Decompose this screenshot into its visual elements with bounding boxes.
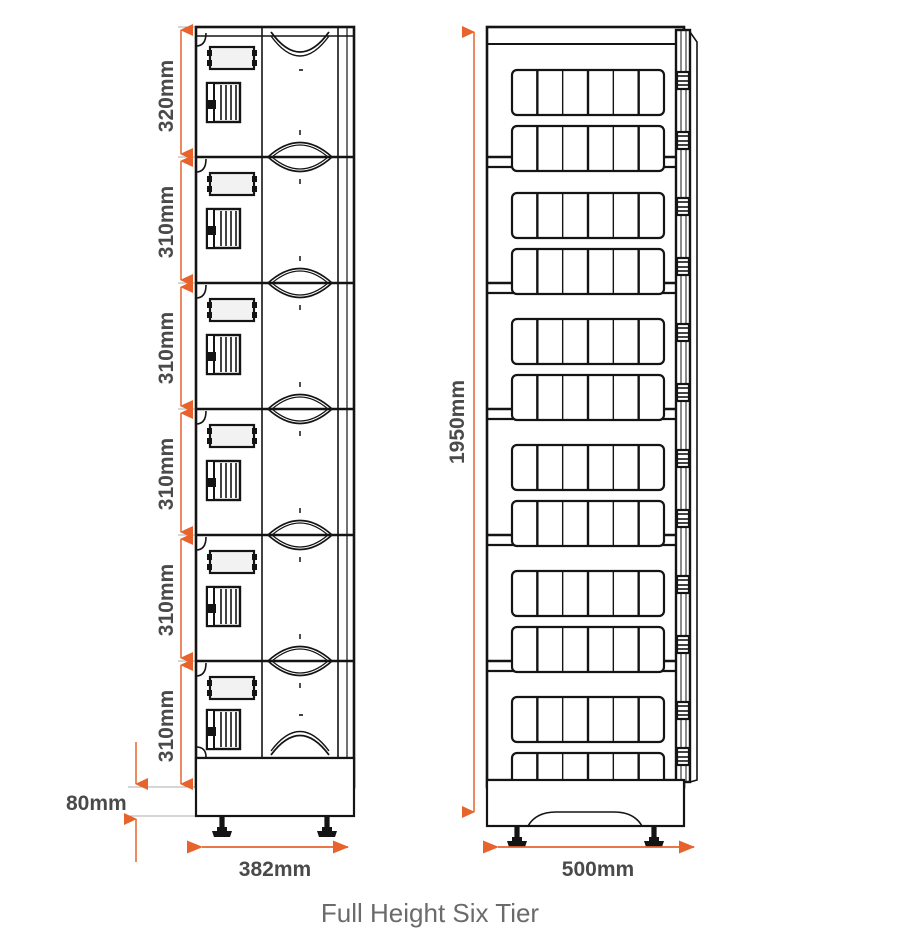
dimension-310mm-tier4: 310mm: [155, 407, 193, 538]
dimension-80mm-base: 80mm: [66, 742, 148, 862]
front-tier-6: [195, 662, 330, 758]
front-tier-3: [195, 284, 334, 436]
dimension-label-front-width: 382mm: [239, 858, 311, 881]
busbar-connector-icon: [675, 256, 691, 277]
side-dimension-group: 1950mm 500mm: [446, 26, 695, 881]
battery-cell-row: [510, 443, 666, 492]
dimension-label-tier-1: 320mm: [155, 60, 178, 132]
handle-recess-icon: [270, 31, 330, 71]
breaker-switch-icon: [205, 585, 242, 628]
battery-cell-row: [510, 317, 666, 366]
dimension-label-tier-2: 310mm: [155, 186, 178, 258]
battery-cell-row: [510, 191, 666, 240]
nameplate-icon: [207, 423, 257, 449]
nameplate-icon: [207, 171, 257, 197]
dimension-382mm-width: 382mm: [187, 840, 349, 881]
breaker-switch-icon: [205, 81, 242, 124]
busbar-connector-icon: [675, 574, 691, 595]
breaker-switch-icon: [205, 708, 242, 751]
battery-cell-row: [510, 695, 666, 744]
side-cell-banks: [510, 68, 666, 800]
breaker-switch-icon: [205, 459, 242, 502]
handle-recess-icon: [270, 714, 330, 756]
battery-cell-row: [510, 569, 666, 618]
busbar-connector-blocks: [675, 70, 691, 767]
front-tier-1: [195, 31, 334, 184]
dimension-310mm-tier5: 310mm: [155, 533, 193, 664]
busbar-connector-icon: [675, 634, 691, 655]
dimension-label-tier-6: 310mm: [155, 690, 178, 762]
nameplate-icon: [207, 675, 257, 701]
battery-cell-row: [510, 499, 666, 548]
busbar-connector-icon: [675, 508, 691, 529]
battery-cell-row: [510, 247, 666, 296]
battery-cell-row: [510, 373, 666, 422]
handle-lens-icon: [266, 256, 334, 310]
handle-lens-icon: [266, 508, 334, 562]
side-base-plinth: [485, 778, 686, 847]
dimension-label-tier-4: 310mm: [155, 438, 178, 510]
busbar-connector-icon: [675, 70, 691, 91]
breaker-switch-icon: [205, 333, 242, 376]
front-height-dimension-chain: 320mm 310mm 310mm 310mm: [66, 24, 349, 881]
busbar-connector-icon: [675, 448, 691, 469]
dimension-label-tier-3: 310mm: [155, 312, 178, 384]
battery-cell-row: [510, 68, 666, 117]
busbar-connector-icon: [675, 746, 691, 767]
dimension-310mm-tier2: 310mm: [155, 155, 193, 286]
handle-lens-icon: [266, 130, 334, 184]
side-busbar-rail: [674, 28, 698, 784]
front-tier-5: [195, 536, 334, 688]
dimension-310mm-tier3: 310mm: [155, 281, 193, 412]
nameplate-icon: [207, 45, 257, 71]
dimension-label-side-width: 500mm: [562, 858, 634, 881]
front-tier-2: [195, 158, 334, 310]
front-view: 320mm 310mm 310mm 310mm: [66, 24, 356, 881]
busbar-connector-icon: [675, 700, 691, 721]
dimension-label-total-height: 1950mm: [446, 380, 469, 464]
figure-caption: Full Height Six Tier: [321, 898, 540, 928]
busbar-connector-icon: [675, 322, 691, 343]
front-tier-details: [195, 31, 334, 758]
side-view: 1950mm 500mm: [446, 25, 698, 881]
dimension-1950mm-height: 1950mm: [446, 26, 475, 818]
dimension-label-tier-5: 310mm: [155, 564, 178, 636]
dimension-320mm: 320mm: [155, 24, 193, 160]
busbar-connector-icon: [675, 382, 691, 403]
busbar-connector-icon: [675, 196, 691, 217]
front-tier-4: [195, 410, 334, 562]
handle-lens-icon: [266, 634, 334, 688]
nameplate-icon: [207, 549, 257, 575]
nameplate-icon: [207, 297, 257, 323]
busbar-connector-icon: [675, 130, 691, 151]
handle-lens-icon: [266, 382, 334, 436]
dimension-label-base: 80mm: [66, 792, 127, 815]
battery-cell-row: [510, 625, 666, 674]
dimension-500mm-width: 500mm: [483, 840, 695, 881]
dimension-310mm-tier6: 310mm: [155, 659, 193, 790]
battery-cell-row: [510, 124, 666, 173]
breaker-switch-icon: [205, 207, 242, 250]
